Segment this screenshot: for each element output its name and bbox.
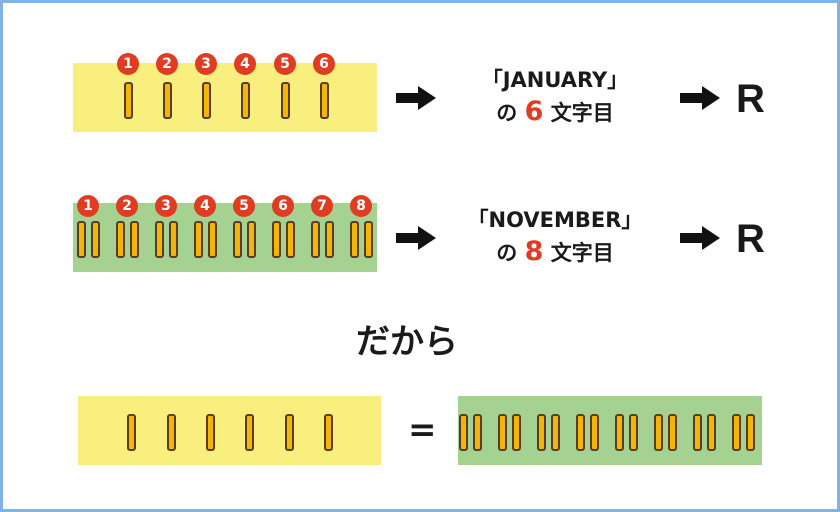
particle: の [496, 241, 518, 265]
arrow-right-icon [396, 226, 436, 250]
equals-sign: = [408, 410, 437, 450]
stick [116, 221, 125, 258]
stick [350, 221, 359, 258]
number-badge: 1 [117, 53, 139, 75]
position-number: 8 [524, 236, 544, 267]
stick [286, 221, 295, 258]
word: 「JANUARY」 [481, 68, 629, 92]
number-badge: 3 [155, 195, 177, 217]
number-badge: 3 [195, 53, 217, 75]
stick [707, 414, 716, 451]
word: 「NOVEMBER」 [467, 208, 643, 232]
stick [668, 414, 677, 451]
arrow-right-icon [680, 226, 720, 250]
stick [325, 221, 334, 258]
number-badge: 8 [350, 195, 372, 217]
november-label: 「NOVEMBER」 の 8 文字目 [455, 205, 655, 269]
stick [693, 414, 702, 451]
stick [512, 414, 521, 451]
stick [459, 414, 468, 451]
answer-1: R [736, 77, 765, 121]
stick [285, 414, 294, 451]
stick [245, 414, 254, 451]
stick [247, 221, 256, 258]
stick [91, 221, 100, 258]
arrow-right-icon [396, 86, 436, 110]
stick [233, 221, 242, 258]
stick [473, 414, 482, 451]
arrow-right-icon [680, 86, 720, 110]
stick [654, 414, 663, 451]
particle: の [496, 101, 518, 125]
number-badge: 2 [156, 53, 178, 75]
stick [163, 82, 172, 119]
stick [208, 221, 217, 258]
conclusion-text: だから [356, 322, 458, 362]
stick [169, 221, 178, 258]
stick [206, 414, 215, 451]
january-box [73, 63, 377, 132]
stick [364, 221, 373, 258]
suffix: 文字目 [550, 101, 614, 125]
stick [576, 414, 585, 451]
bottom-yellow-box [78, 396, 381, 465]
stick [194, 221, 203, 258]
stick [272, 221, 281, 258]
number-badge: 5 [233, 195, 255, 217]
number-badge: 1 [77, 195, 99, 217]
stick [551, 414, 560, 451]
stick [324, 414, 333, 451]
stick [590, 414, 599, 451]
january-label: 「JANUARY」 の 6 文字目 [455, 65, 655, 129]
stick [629, 414, 638, 451]
number-badge: 6 [313, 53, 335, 75]
stick [732, 414, 741, 451]
stick [281, 82, 290, 119]
stick [130, 221, 139, 258]
stick [537, 414, 546, 451]
stick [124, 82, 133, 119]
number-badge: 7 [311, 195, 333, 217]
stick [311, 221, 320, 258]
number-badge: 2 [116, 195, 138, 217]
stick [615, 414, 624, 451]
number-badge: 5 [274, 53, 296, 75]
stick [167, 414, 176, 451]
stick [498, 414, 507, 451]
number-badge: 6 [272, 195, 294, 217]
stick [202, 82, 211, 119]
stick [241, 82, 250, 119]
stick [155, 221, 164, 258]
suffix: 文字目 [550, 241, 614, 265]
stick [320, 82, 329, 119]
number-badge: 4 [194, 195, 216, 217]
stick [746, 414, 755, 451]
stick [127, 414, 136, 451]
position-number: 6 [524, 96, 544, 127]
stick [77, 221, 86, 258]
number-badge: 4 [234, 53, 256, 75]
answer-2: R [736, 217, 765, 261]
